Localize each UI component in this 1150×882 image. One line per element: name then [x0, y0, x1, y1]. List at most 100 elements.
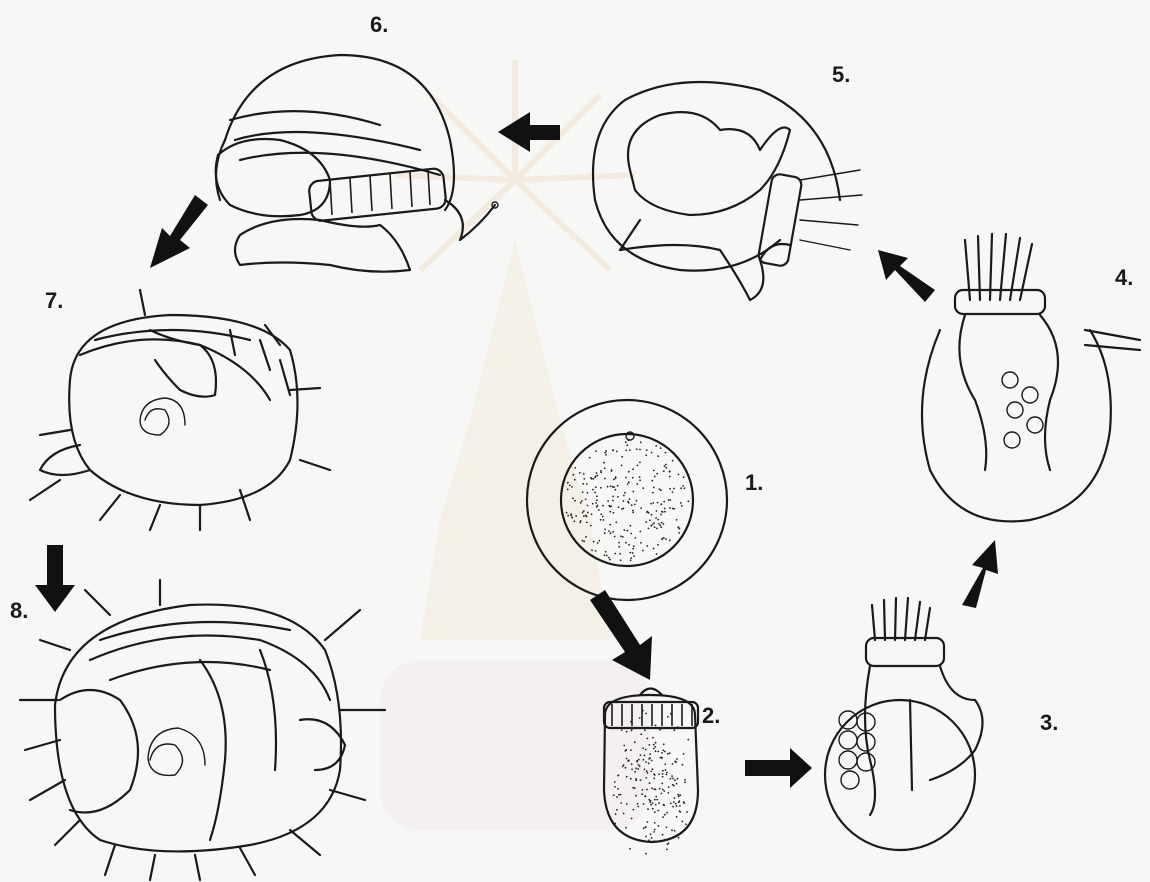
stipple-dot: [600, 487, 602, 489]
stipple-dot: [642, 759, 644, 761]
stipple-dot: [666, 772, 668, 774]
stipple-dot: [667, 843, 669, 845]
stipple-dot: [652, 768, 654, 770]
stipple-dot: [643, 827, 645, 829]
stipple-dot: [604, 452, 606, 454]
stipple-dot: [648, 758, 650, 760]
stipple-dot: [630, 721, 632, 723]
stage-4-veliger: [922, 234, 1140, 521]
stipple-dot: [654, 829, 656, 831]
stipple-dot: [666, 826, 668, 828]
stipple-dot: [585, 499, 587, 501]
stipple-dot: [667, 753, 669, 755]
stipple-dot: [652, 502, 654, 504]
stipple-dot: [615, 476, 617, 478]
stipple-dot: [679, 794, 681, 796]
stipple-dot: [666, 812, 668, 814]
stipple-dot: [645, 454, 647, 456]
stipple-dot: [665, 467, 667, 469]
stipple-dot: [595, 502, 597, 504]
stipple-dot: [642, 487, 644, 489]
stipple-dot: [618, 506, 620, 508]
stipple-dot: [671, 775, 673, 777]
stipple-dot: [628, 471, 630, 473]
stipple-dot: [598, 509, 600, 511]
stipple-dot: [652, 808, 654, 810]
stipple-dot: [634, 741, 636, 743]
stipple-dot: [674, 729, 676, 731]
stipple-dot: [633, 555, 635, 557]
stipple-dot: [621, 456, 623, 458]
stipple-dot: [586, 522, 588, 524]
stipple-dot: [636, 500, 638, 502]
stipple-dot: [594, 492, 596, 494]
stipple-dot: [641, 793, 643, 795]
stipple-dot: [570, 513, 572, 515]
stipple-dot: [574, 479, 576, 481]
stipple-dot: [660, 526, 662, 528]
stipple-dot: [673, 801, 675, 803]
stipple-dot: [582, 491, 584, 493]
stipple-dot: [640, 779, 642, 781]
stipple-dot: [592, 489, 594, 491]
stipple-dot: [611, 469, 613, 471]
stipple-dot: [626, 444, 628, 446]
stipple-dot: [634, 787, 636, 789]
stipple-dot: [616, 796, 618, 798]
stipple-dot: [604, 532, 606, 534]
stipple-dot: [596, 506, 598, 508]
stipple-dot: [676, 758, 678, 760]
stipple-dot: [653, 831, 655, 833]
stipple-dot: [620, 802, 622, 804]
stipple-dot: [609, 506, 611, 508]
stipple-dot: [575, 515, 577, 517]
stipple-dot: [617, 485, 619, 487]
stipple-dot: [662, 834, 664, 836]
stipple-dot: [586, 483, 588, 485]
stipple-dot: [614, 553, 616, 555]
stipple-dot: [649, 753, 651, 755]
stipple-dot: [655, 750, 657, 752]
stipple-dot: [640, 542, 642, 544]
stipple-dot: [612, 496, 614, 498]
stipple-dot: [655, 742, 657, 744]
stipple-dot: [592, 503, 594, 505]
stipple-dot: [661, 511, 663, 513]
stipple-dot: [602, 516, 604, 518]
stipple-dot: [639, 765, 641, 767]
stipple-dot: [654, 840, 656, 842]
stipple-dot: [662, 816, 664, 818]
stipple-dot: [623, 500, 625, 502]
stipple-dot: [676, 783, 678, 785]
stipple-dot: [635, 537, 637, 539]
stipple-dot: [604, 529, 606, 531]
stipple-dot: [665, 452, 667, 454]
stipple-dot: [636, 448, 638, 450]
stipple-dot: [587, 512, 589, 514]
stage-3-label: 3.: [1040, 710, 1058, 736]
stipple-dot: [621, 729, 623, 731]
stipple-dot: [590, 525, 592, 527]
stipple-dot: [664, 511, 666, 513]
stipple-dot: [595, 450, 597, 452]
stipple-dot: [628, 440, 630, 442]
stipple-dot: [622, 766, 624, 768]
stipple-dot: [651, 480, 653, 482]
stipple-dot: [676, 519, 678, 521]
stage-4-label: 4.: [1115, 265, 1133, 291]
stipple-dot: [631, 763, 633, 765]
stipple-dot: [661, 752, 663, 754]
stipple-dot: [626, 776, 628, 778]
stipple-dot: [642, 710, 644, 712]
stipple-dot: [593, 541, 595, 543]
arrow-4-to-5: [878, 250, 935, 302]
stipple-dot: [639, 479, 641, 481]
stipple-dot: [636, 760, 638, 762]
stipple-dot: [600, 470, 602, 472]
stipple-dot: [639, 462, 641, 464]
stipple-dot: [665, 538, 667, 540]
stipple-dot: [651, 760, 653, 762]
stipple-dot: [672, 491, 674, 493]
